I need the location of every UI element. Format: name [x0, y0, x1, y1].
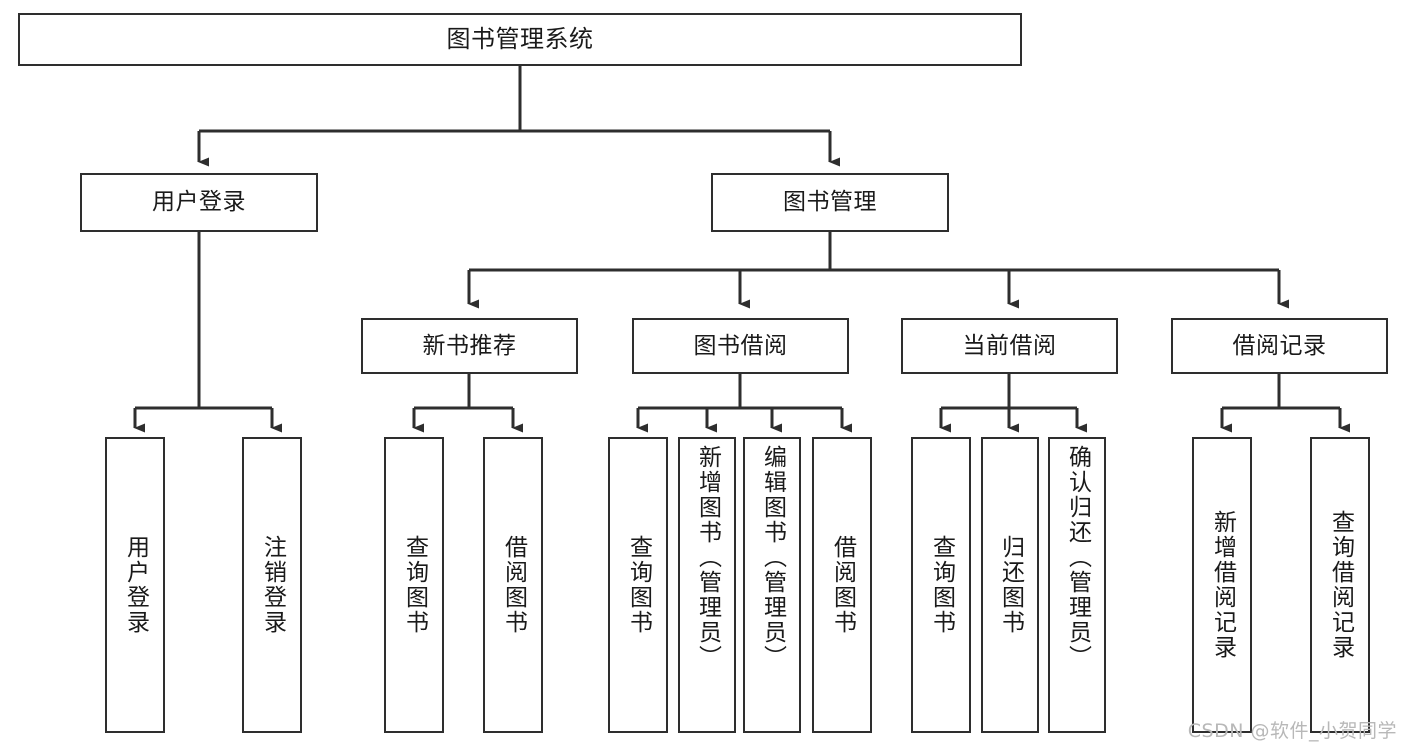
leaf-query-books-new[interactable]: 查询图书	[384, 437, 444, 733]
leaf-confirm-return-admin[interactable]: 确认归还（管理员）	[1048, 437, 1106, 733]
node-label: 确认归还（管理员）	[1064, 445, 1091, 670]
node-label: 用户登录	[152, 189, 246, 216]
node-book-management[interactable]: 图书管理	[711, 173, 949, 232]
leaf-query-books-borrow[interactable]: 查询图书	[608, 437, 668, 733]
node-label: 查询借阅记录	[1327, 510, 1354, 660]
leaf-return-books[interactable]: 归还图书	[981, 437, 1039, 733]
leaf-add-borrow-record[interactable]: 新增借阅记录	[1192, 437, 1252, 733]
leaf-query-borrow-record[interactable]: 查询借阅记录	[1310, 437, 1370, 733]
node-label: 借阅记录	[1232, 332, 1327, 359]
leaf-logout[interactable]: 注销登录	[242, 437, 302, 733]
node-label: 新书推荐	[422, 332, 517, 359]
node-label: 新增图书（管理员）	[694, 445, 721, 670]
node-root-book-management-system[interactable]: 图书管理系统	[18, 13, 1022, 66]
node-label: 编辑图书（管理员）	[759, 445, 786, 670]
node-label: 借阅图书	[829, 535, 856, 635]
leaf-edit-book-admin[interactable]: 编辑图书（管理员）	[743, 437, 801, 733]
node-label: 归还图书	[997, 535, 1024, 635]
leaf-user-login[interactable]: 用户登录	[105, 437, 165, 733]
node-label: 图书借阅	[693, 332, 788, 359]
node-label: 查询图书	[928, 535, 955, 635]
leaf-add-book-admin[interactable]: 新增图书（管理员）	[678, 437, 736, 733]
node-book-borrowing[interactable]: 图书借阅	[632, 318, 849, 374]
leaf-query-books-current[interactable]: 查询图书	[911, 437, 971, 733]
node-current-borrowing[interactable]: 当前借阅	[901, 318, 1118, 374]
node-new-book-recommendation[interactable]: 新书推荐	[361, 318, 578, 374]
leaf-borrow-books[interactable]: 借阅图书	[812, 437, 872, 733]
node-label: 查询图书	[625, 535, 652, 635]
node-label: 图书管理	[783, 189, 877, 216]
node-label: 注销登录	[259, 535, 286, 635]
node-label: 图书管理系统	[446, 24, 594, 53]
node-label: 查询图书	[401, 535, 428, 635]
leaf-borrow-books-new[interactable]: 借阅图书	[483, 437, 543, 733]
node-label: 借阅图书	[500, 535, 527, 635]
node-label: 新增借阅记录	[1209, 510, 1236, 660]
node-label: 用户登录	[122, 535, 149, 635]
node-user-login[interactable]: 用户登录	[80, 173, 318, 232]
node-borrow-records[interactable]: 借阅记录	[1171, 318, 1388, 374]
node-label: 当前借阅	[962, 332, 1057, 359]
